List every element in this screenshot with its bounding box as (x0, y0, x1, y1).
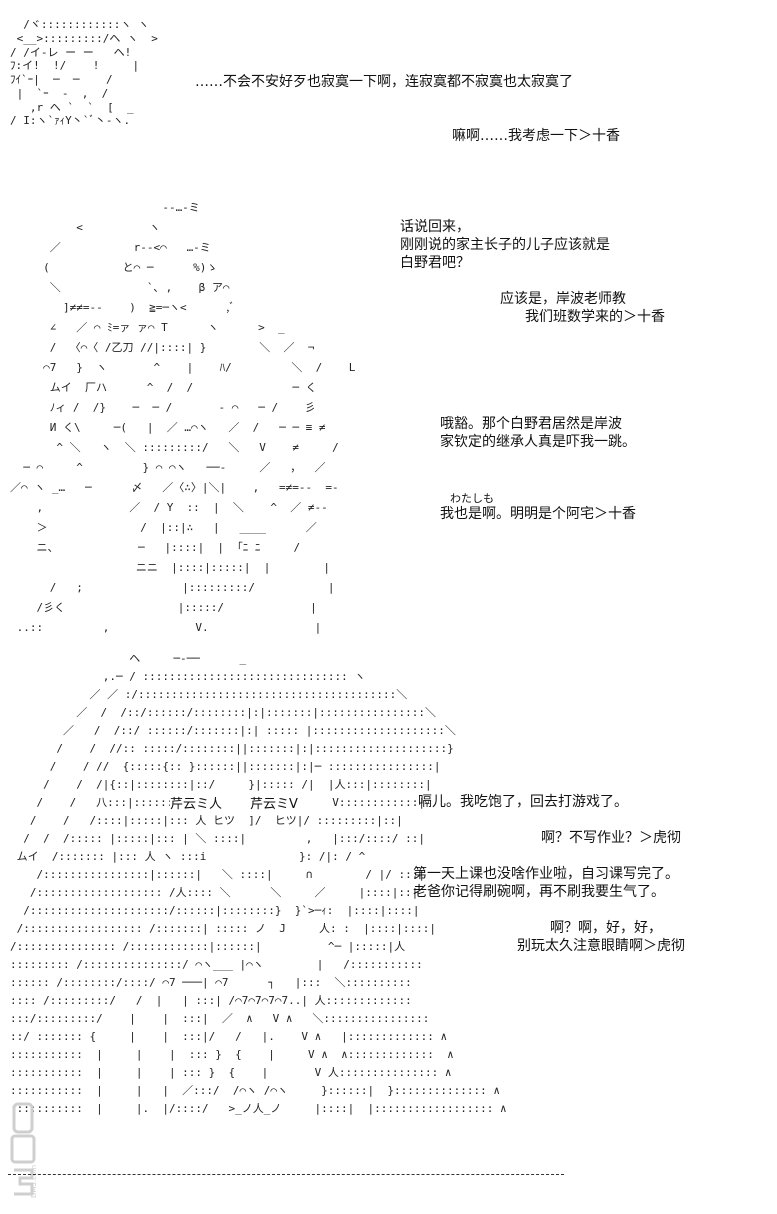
ascii-art-character-long-hair: ヘ ─‐── _ ,.─ / :::::::::::::::::::::::::… (10, 652, 507, 1115)
dialogue-line: 哦豁。那个白野君居然是岸波 (440, 416, 622, 432)
dialogue-line: 应该是，岸波老师教 (500, 291, 626, 307)
dialogue-line: 嗝儿。我吃饱了，回去打游戏了。 (418, 794, 628, 810)
svg-text:DM5.com: DM5.com (30, 1165, 38, 1198)
dialogue-line: 啊？不写作业？＞虎彻 (541, 830, 681, 846)
dialogue-line: 刚刚说的家主长子的儿子应该就是 (400, 237, 610, 253)
dialogue-line: 第一天上课也没啥作业啦，自习课写完了。 (413, 866, 679, 882)
dialogue-line: 白野君吧？ (400, 255, 470, 271)
dialogue-line: 嘛啊……我考虑一下＞十香 (452, 128, 620, 144)
ruby-annotation: わたしも (450, 492, 494, 505)
ascii-art-character-small: /ヾ::::::::::::ヽ ヽ <__>:::::::::/ヘ ヽ > / … (10, 18, 158, 128)
dialogue-line: 老爸你记得刷碗啊，再不刷我要生气了。 (413, 884, 665, 900)
dialogue-line: 我们班数学来的＞十香 (525, 309, 665, 325)
dialogue-line: ……不会不安好歹也寂寞一下啊，连寂寞都不寂寞也太寂寞了 (195, 74, 573, 90)
dialogue-line: 我也是啊。明明是个阿宅＞十香 (440, 506, 636, 522)
page-divider-dashed (8, 1174, 564, 1175)
dialogue-line: 啊？啊，好，好， (550, 920, 662, 936)
ascii-art-character-large: -‐…‐ミ < ヽ ／ r‐‐<⌒ …‐ミ ( と⌒ ─ %)ゝ ＼ `､ , … (10, 201, 356, 634)
art-eye-label-left: 芹云ミ人 (170, 796, 223, 814)
dialogue-line: 家钦定的继承人真是吓我一跳。 (440, 434, 636, 450)
dm5-watermark-logo: DM5.com (10, 1102, 38, 1198)
dialogue-line: 别玩太久注意眼睛啊＞虎彻 (517, 938, 685, 954)
art-eye-label-right: 芹云ミV (250, 796, 298, 814)
dialogue-line: 话说回来， (400, 219, 470, 235)
